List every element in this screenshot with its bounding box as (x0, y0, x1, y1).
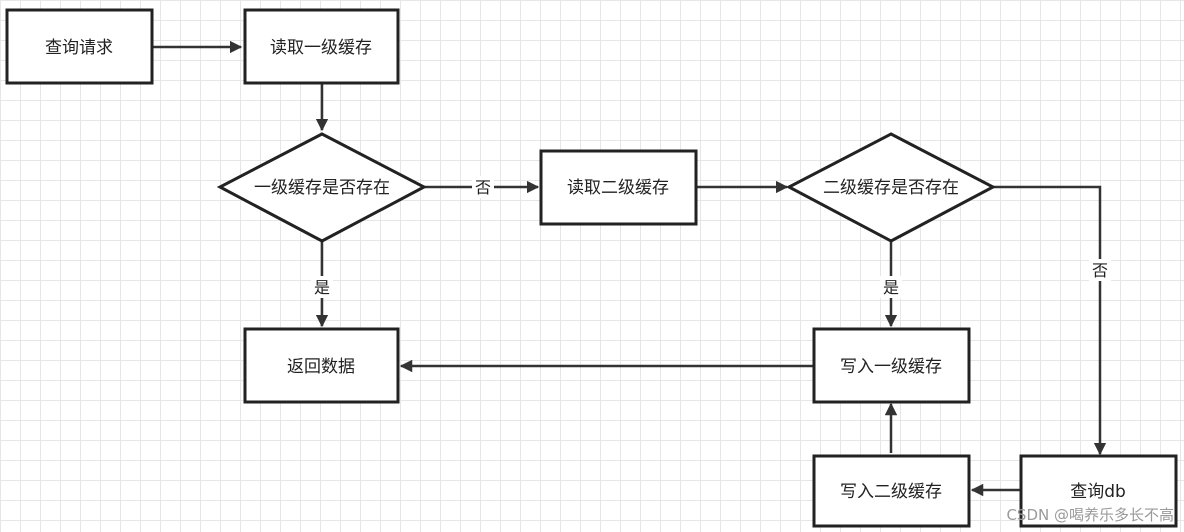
node-write-l2-label: 写入二级缓存 (840, 482, 942, 502)
node-l1-exists: 一级缓存是否存在 (216, 132, 428, 243)
node-l1-exists-label: 一级缓存是否存在 (254, 178, 390, 198)
edge-l2-no (993, 185, 1107, 456)
node-read-l1-label: 读取一级缓存 (270, 38, 372, 58)
node-query-request: 查询请求 (5, 8, 154, 85)
label-l2-no: 否 (1092, 261, 1108, 280)
node-write-l2: 写入二级缓存 (812, 454, 971, 528)
node-query-db: 查询db (1019, 454, 1178, 528)
node-read-l2-label: 读取二级缓存 (567, 178, 669, 198)
node-l2-exists-label: 二级缓存是否存在 (823, 178, 959, 198)
node-read-l2: 读取二级缓存 (539, 149, 698, 226)
watermark-text: CSDN @喝养乐多长不高 (1006, 506, 1174, 524)
label-l2-yes: 是 (883, 278, 899, 297)
node-write-l1: 写入一级缓存 (812, 327, 971, 404)
node-query-db-label: 查询db (1070, 482, 1126, 502)
label-l1-no: 否 (475, 178, 491, 197)
node-return-data: 返回数据 (243, 327, 400, 404)
node-l2-exists: 二级缓存是否存在 (785, 132, 997, 243)
node-return-data-label: 返回数据 (287, 357, 355, 377)
node-query-request-label: 查询请求 (45, 38, 113, 58)
node-write-l1-label: 写入一级缓存 (840, 357, 942, 377)
node-read-l1: 读取一级缓存 (243, 8, 400, 85)
label-l1-yes: 是 (314, 278, 330, 297)
